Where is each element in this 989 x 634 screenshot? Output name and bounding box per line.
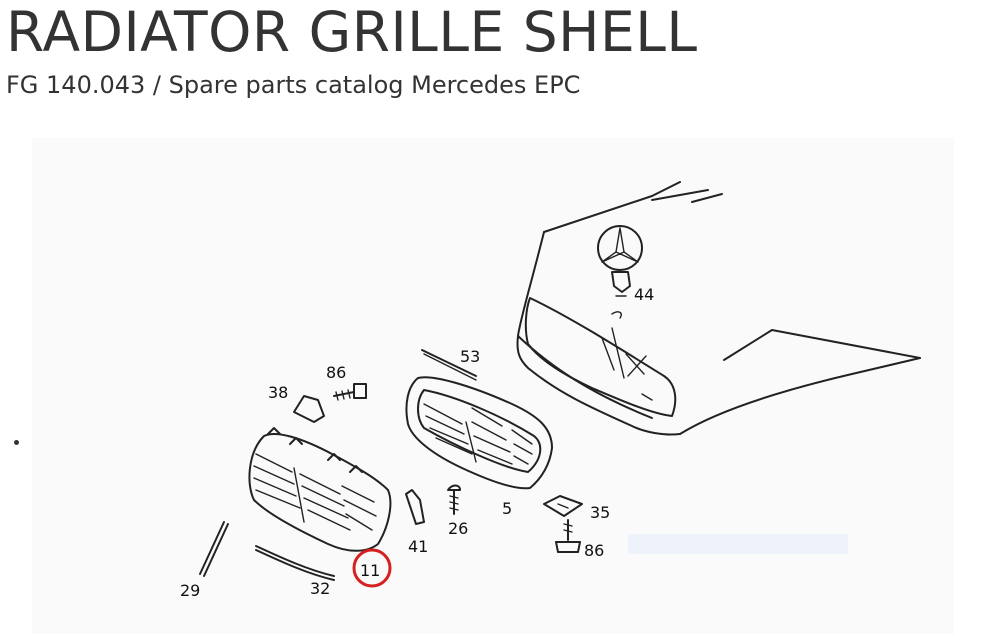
hood-outline [516,181,921,436]
part-26-screw [447,484,461,515]
part-29-strip [199,521,229,577]
highlight-circle [352,548,392,588]
star-emblem-icon [597,225,643,319]
part-32-strip [255,545,335,581]
part-86-screw-upper [333,383,367,401]
parts-diagram-svg: 44 53 86 38 5 35 26 86 41 11 29 32 [180,181,921,600]
part-35-clip [543,495,583,517]
part-41-bracket [405,489,425,525]
part-label-32[interactable]: 32 [310,579,330,598]
part-label-86-upper[interactable]: 86 [326,363,346,382]
part-11-grille-shell [248,427,392,552]
part-label-44[interactable]: 44 [634,285,654,304]
part-5-grille-frame [405,376,553,490]
parts-diagram: 44 53 86 38 5 35 26 86 41 11 29 32 [32,138,954,634]
part-38-clip [293,395,325,423]
page-title: RADIATOR GRILLE SHELL [6,0,698,64]
part-label-35[interactable]: 35 [590,503,610,522]
part-53-strip [421,349,477,377]
part-label-11[interactable]: 11 [360,561,380,580]
part-label-5[interactable]: 5 [502,499,512,518]
part-86-screw-lower [555,519,581,553]
part-label-41[interactable]: 41 [408,537,428,556]
part-label-86-lower[interactable]: 86 [584,541,604,560]
part-label-53[interactable]: 53 [460,347,480,366]
part-label-26[interactable]: 26 [448,519,468,538]
list-bullet [14,440,19,445]
part-label-38[interactable]: 38 [268,383,288,402]
faint-overlay-bar [628,534,848,554]
part-label-29[interactable]: 29 [180,581,200,600]
page-subtitle: FG 140.043 / Spare parts catalog Mercede… [6,71,581,99]
